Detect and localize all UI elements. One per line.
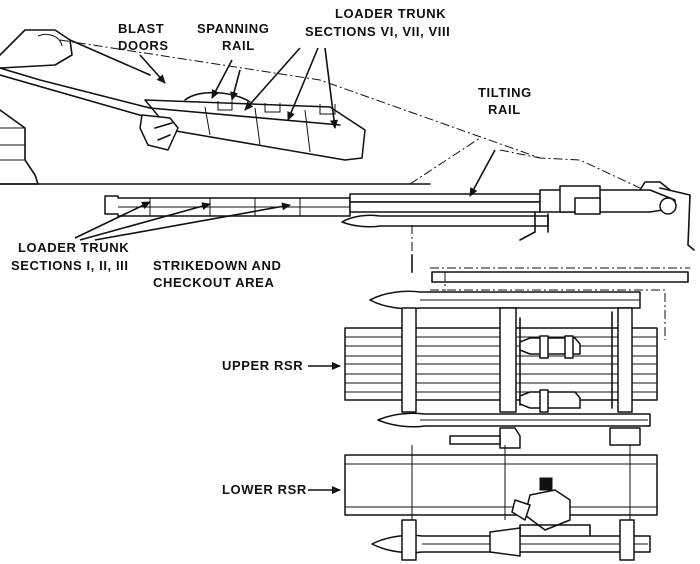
label-strikedown-2: CHECKOUT AREA (153, 275, 274, 290)
label-strikedown-1: STRIKEDOWN AND (153, 258, 282, 273)
upper-rsr (344, 290, 658, 428)
label-loader-trunk-lower-1: LOADER TRUNK (18, 240, 129, 255)
loader-trunk-lower (104, 181, 695, 275)
label-loader-trunk-upper-1: LOADER TRUNK (335, 6, 446, 21)
label-spanning-rail-2: RAIL (222, 38, 255, 53)
label-blast-doors-1: BLAST (118, 21, 164, 36)
leader-arrows (74, 47, 496, 494)
labels: BLAST DOORS SPANNING RAIL LOADER TRUNK S… (11, 6, 532, 497)
label-tilting-rail-2: RAIL (488, 102, 521, 117)
label-loader-trunk-upper-2: SECTIONS VI, VII, VIII (305, 24, 450, 39)
label-loader-trunk-lower-2: SECTIONS I, II, III (11, 258, 129, 273)
label-blast-doors-2: DOORS (118, 38, 169, 53)
label-tilting-rail-1: TILTING (478, 85, 532, 100)
label-upper-rsr: UPPER RSR (222, 358, 303, 373)
launcher-structure (0, 29, 656, 196)
label-lower-rsr: LOWER RSR (222, 482, 307, 497)
lower-rsr (344, 427, 658, 561)
label-spanning-rail-1: SPANNING (197, 21, 269, 36)
